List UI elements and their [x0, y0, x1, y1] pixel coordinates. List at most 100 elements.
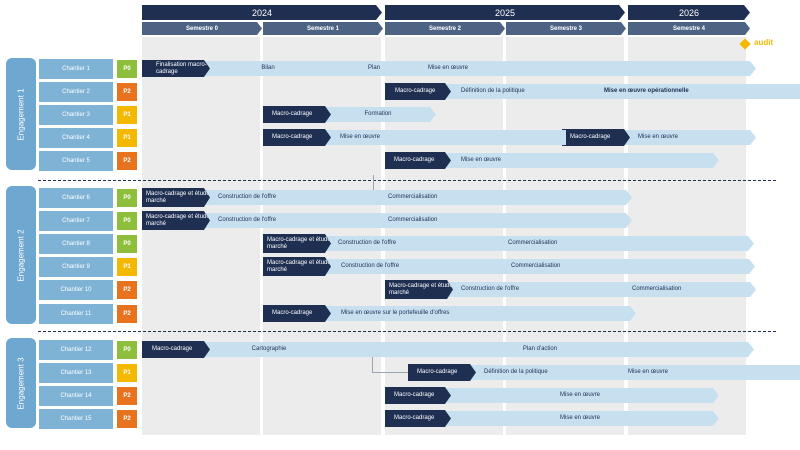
phase-bar: Macro-cadrage [385, 410, 451, 427]
phase-bar: Formation [326, 107, 436, 122]
dependency-line [372, 356, 373, 372]
year-2024: 2024 [142, 5, 382, 20]
phase-bar: Mise en œuvre [612, 365, 800, 380]
phase-bar: Macro-cadrage et étude marché [263, 257, 331, 276]
year-2025-label: 2025 [494, 7, 516, 18]
phase-bar: Macro-cadrage [263, 129, 331, 146]
priority-badge: P0 [117, 60, 137, 78]
priority-badge: P2 [117, 281, 137, 299]
year-2026: 2026 [628, 5, 750, 20]
phase-bar: Commercialisation [380, 213, 632, 228]
phase-bar: Macro-cadrage [263, 106, 331, 123]
priority-badge: P0 [117, 235, 137, 253]
phase-bar: Mise en œuvre [326, 130, 566, 145]
phase-bar: Macro-cadrage [142, 341, 210, 358]
chantier-label: Chantier 5 [39, 151, 113, 171]
phase-bar: Mise en œuvre sur le portefeuille d'offr… [326, 306, 636, 321]
phase-bar: Macro-cadrage [385, 387, 451, 404]
engagement-3: Engagement 3 [6, 338, 36, 428]
dependency-line [373, 175, 374, 193]
semester-2-label: Semestre 2 [428, 25, 462, 32]
semester-0: Semestre 0 [142, 22, 262, 35]
phase-bar: Construction de l'offre [205, 213, 387, 228]
priority-badge: P1 [117, 258, 137, 276]
phase-bar: Bilan [205, 61, 337, 76]
phase-bar: Macro-cadrage [385, 152, 451, 169]
group-separator [38, 180, 776, 181]
phase-bar: Macro-cadrage et étude marché [142, 188, 210, 207]
dependency-line [372, 372, 408, 373]
audit-milestone-label: audit [754, 38, 774, 47]
semester-1-label: Semestre 1 [306, 25, 340, 32]
priority-badge: P2 [117, 152, 137, 170]
priority-badge: P0 [117, 341, 137, 359]
priority-badge: P0 [117, 212, 137, 230]
chantier-label: Chantier 9 [39, 257, 113, 277]
phase-bar: Plan d'action [332, 342, 754, 357]
phase-bar: Construction de l'offre [447, 282, 627, 297]
priority-badge: P1 [117, 129, 137, 147]
phase-bar: Définition de la politique [470, 365, 620, 380]
engagement-1-label: Engagement 1 [16, 87, 26, 141]
priority-badge: P0 [117, 189, 137, 207]
semester-1: Semestre 1 [263, 22, 383, 35]
phase-bar: Macro-cadrage [408, 364, 476, 381]
semester-3: Semestre 3 [506, 22, 626, 35]
phase-bar: Commercialisation [496, 236, 754, 251]
engagement-2: Engagement 2 [6, 186, 36, 324]
semester-0-label: Semestre 0 [185, 25, 219, 32]
chantier-label: Chantier 11 [39, 304, 113, 324]
phase-bar: Mise en œuvre [447, 388, 719, 403]
priority-badge: P2 [117, 387, 137, 405]
engagement-3-label: Engagement 3 [16, 356, 26, 410]
year-2025: 2025 [385, 5, 625, 20]
phase-bar: Construction de l'offre [326, 259, 506, 274]
phase-bar: Macro-cadrage [562, 129, 630, 146]
semester-4: Semestre 4 [628, 22, 750, 35]
priority-badge: P2 [117, 83, 137, 101]
phase-bar: Mise en œuvre [414, 61, 756, 76]
phase-bar: Mise en œuvre [447, 153, 719, 168]
chantier-label: Chantier 4 [39, 128, 113, 148]
phase-bar: Commercialisation [380, 190, 632, 205]
priority-badge: P2 [117, 410, 137, 428]
phase-bar: Mise en œuvre [447, 411, 719, 426]
chantier-label: Chantier 15 [39, 409, 113, 429]
chantier-label: Chantier 1 [39, 59, 113, 79]
phase-bar: Commercialisation [620, 282, 756, 297]
semester-3-label: Semestre 3 [549, 25, 583, 32]
chantier-label: Chantier 8 [39, 234, 113, 254]
engagement-2-label: Engagement 2 [16, 228, 26, 282]
chantier-label: Chantier 2 [39, 82, 113, 102]
column-bg-semestre-0 [142, 37, 260, 435]
phase-bar: Définition de la politique [447, 84, 599, 99]
priority-badge: P1 [117, 106, 137, 124]
chantier-label: Chantier 6 [39, 188, 113, 208]
chantier-label: Chantier 13 [39, 363, 113, 383]
phase-bar: Mise en œuvre opérationnelle [590, 84, 800, 99]
phase-bar: Construction de l'offre [326, 236, 504, 251]
phase-bar: Finalisation macro-cadrage [142, 60, 210, 77]
chantier-label: Chantier 12 [39, 340, 113, 360]
year-2026-label: 2026 [678, 7, 700, 18]
semester-2: Semestre 2 [385, 22, 505, 35]
chantier-label: Chantier 3 [39, 105, 113, 125]
phase-bar: Commercialisation [499, 259, 755, 274]
priority-badge: P1 [117, 364, 137, 382]
phase-bar: Macro-cadrage [263, 305, 331, 322]
chantier-label: Chantier 7 [39, 211, 113, 231]
phase-bar: Cartographie [205, 342, 339, 357]
chantier-label: Chantier 14 [39, 386, 113, 406]
phase-bar: Macro-cadrage [385, 83, 451, 100]
priority-badge: P2 [117, 305, 137, 323]
year-2024-label: 2024 [251, 7, 273, 18]
phase-bar: Macro-cadrage et étude marché [263, 234, 331, 253]
phase-bar: Plan [330, 61, 424, 76]
phase-bar: Construction de l'offre [205, 190, 387, 205]
phase-bar: Mise en œuvre [622, 130, 756, 145]
phase-bar: Macro-cadrage et étude marché [385, 280, 453, 299]
semester-4-label: Semestre 4 [672, 25, 706, 32]
group-separator [38, 331, 776, 332]
chantier-label: Chantier 10 [39, 280, 113, 300]
engagement-1: Engagement 1 [6, 58, 36, 170]
